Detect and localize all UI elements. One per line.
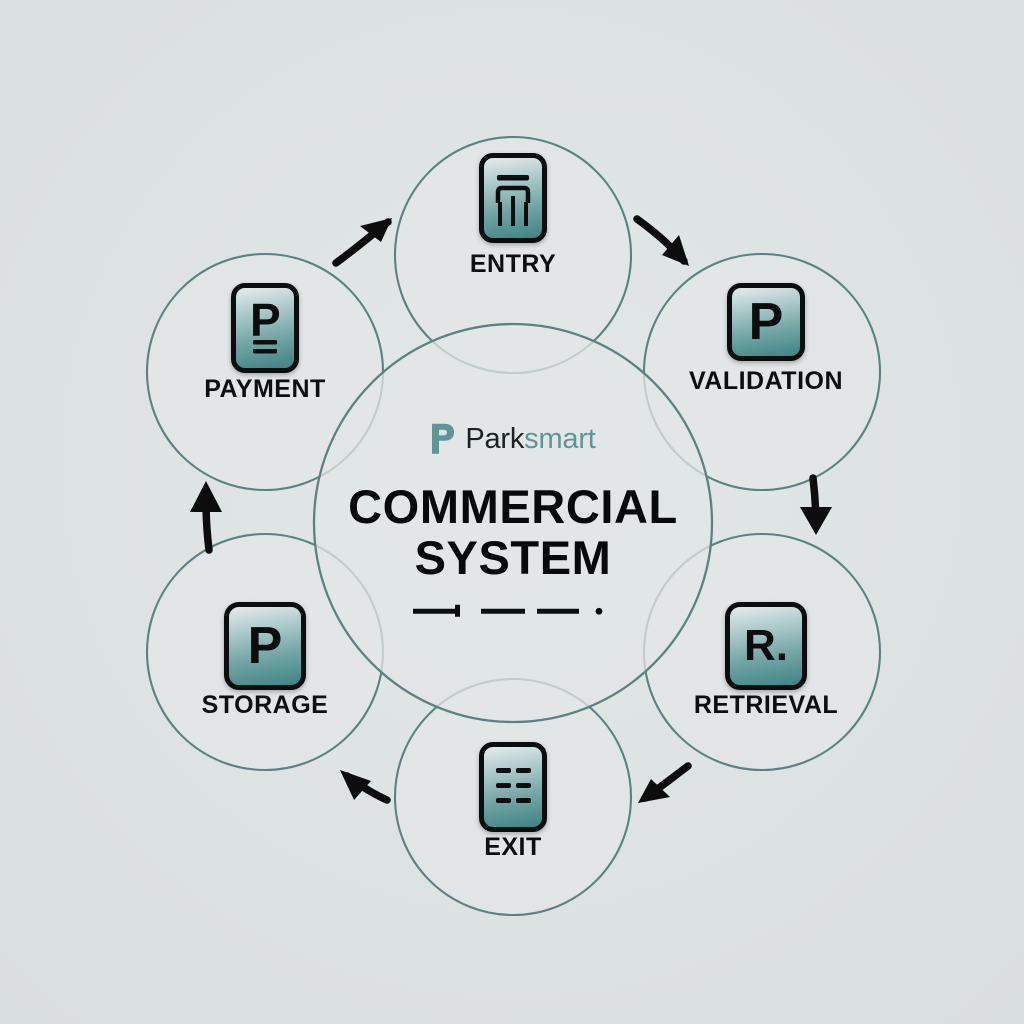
brand-name-part2: smart xyxy=(524,422,596,455)
center-title-line2: SYSTEM xyxy=(414,530,612,584)
parking-p-icon-validation: P xyxy=(727,283,805,361)
node-label-entry: ENTRY xyxy=(469,250,557,278)
tile-letter-validation: P xyxy=(748,293,784,351)
arrow-retrieval-to-exit xyxy=(638,762,692,803)
center-title-line1: COMMERCIAL xyxy=(348,479,678,533)
node-label-exit: EXIT xyxy=(484,833,542,861)
arrow-storage-to-payment xyxy=(190,481,222,554)
exit-rows-icon xyxy=(479,742,547,832)
parksmart-p-mark-icon xyxy=(432,423,455,454)
payment-p-receipt-icon: P xyxy=(231,283,299,373)
node-label-storage: STORAGE xyxy=(201,691,329,719)
rows-glyph xyxy=(496,768,531,803)
payment-glyph: P xyxy=(250,294,281,354)
brand-name-part1: Park xyxy=(465,422,525,455)
arrow-payment-to-entry xyxy=(332,218,392,267)
center-circle[interactable] xyxy=(312,322,714,724)
parking-gate-icon xyxy=(479,153,547,243)
center-title: COMMERCIAL SYSTEM xyxy=(333,479,693,584)
brand-logo: Park smart xyxy=(333,422,693,456)
gate-glyph xyxy=(495,175,531,226)
svg-text:P: P xyxy=(250,294,281,346)
arrow-entry-to-validation xyxy=(633,215,689,266)
tile-letter-retrieval: R. xyxy=(744,621,788,670)
parking-p-icon-storage: P xyxy=(224,602,306,690)
node-label-payment: PAYMENT xyxy=(204,375,326,403)
node-label-validation: VALIDATION xyxy=(688,367,844,395)
tile-letter-storage: P xyxy=(247,617,283,675)
center-content: Park smart COMMERCIAL SYSTEM xyxy=(333,422,693,625)
retrieval-r-icon: R. xyxy=(725,602,807,690)
arrow-validation-to-retrieval xyxy=(800,474,832,535)
decorative-dashed-rule xyxy=(413,604,603,617)
node-label-retrieval: RETRIEVAL xyxy=(693,691,839,719)
arrow-exit-to-storage xyxy=(340,770,391,804)
